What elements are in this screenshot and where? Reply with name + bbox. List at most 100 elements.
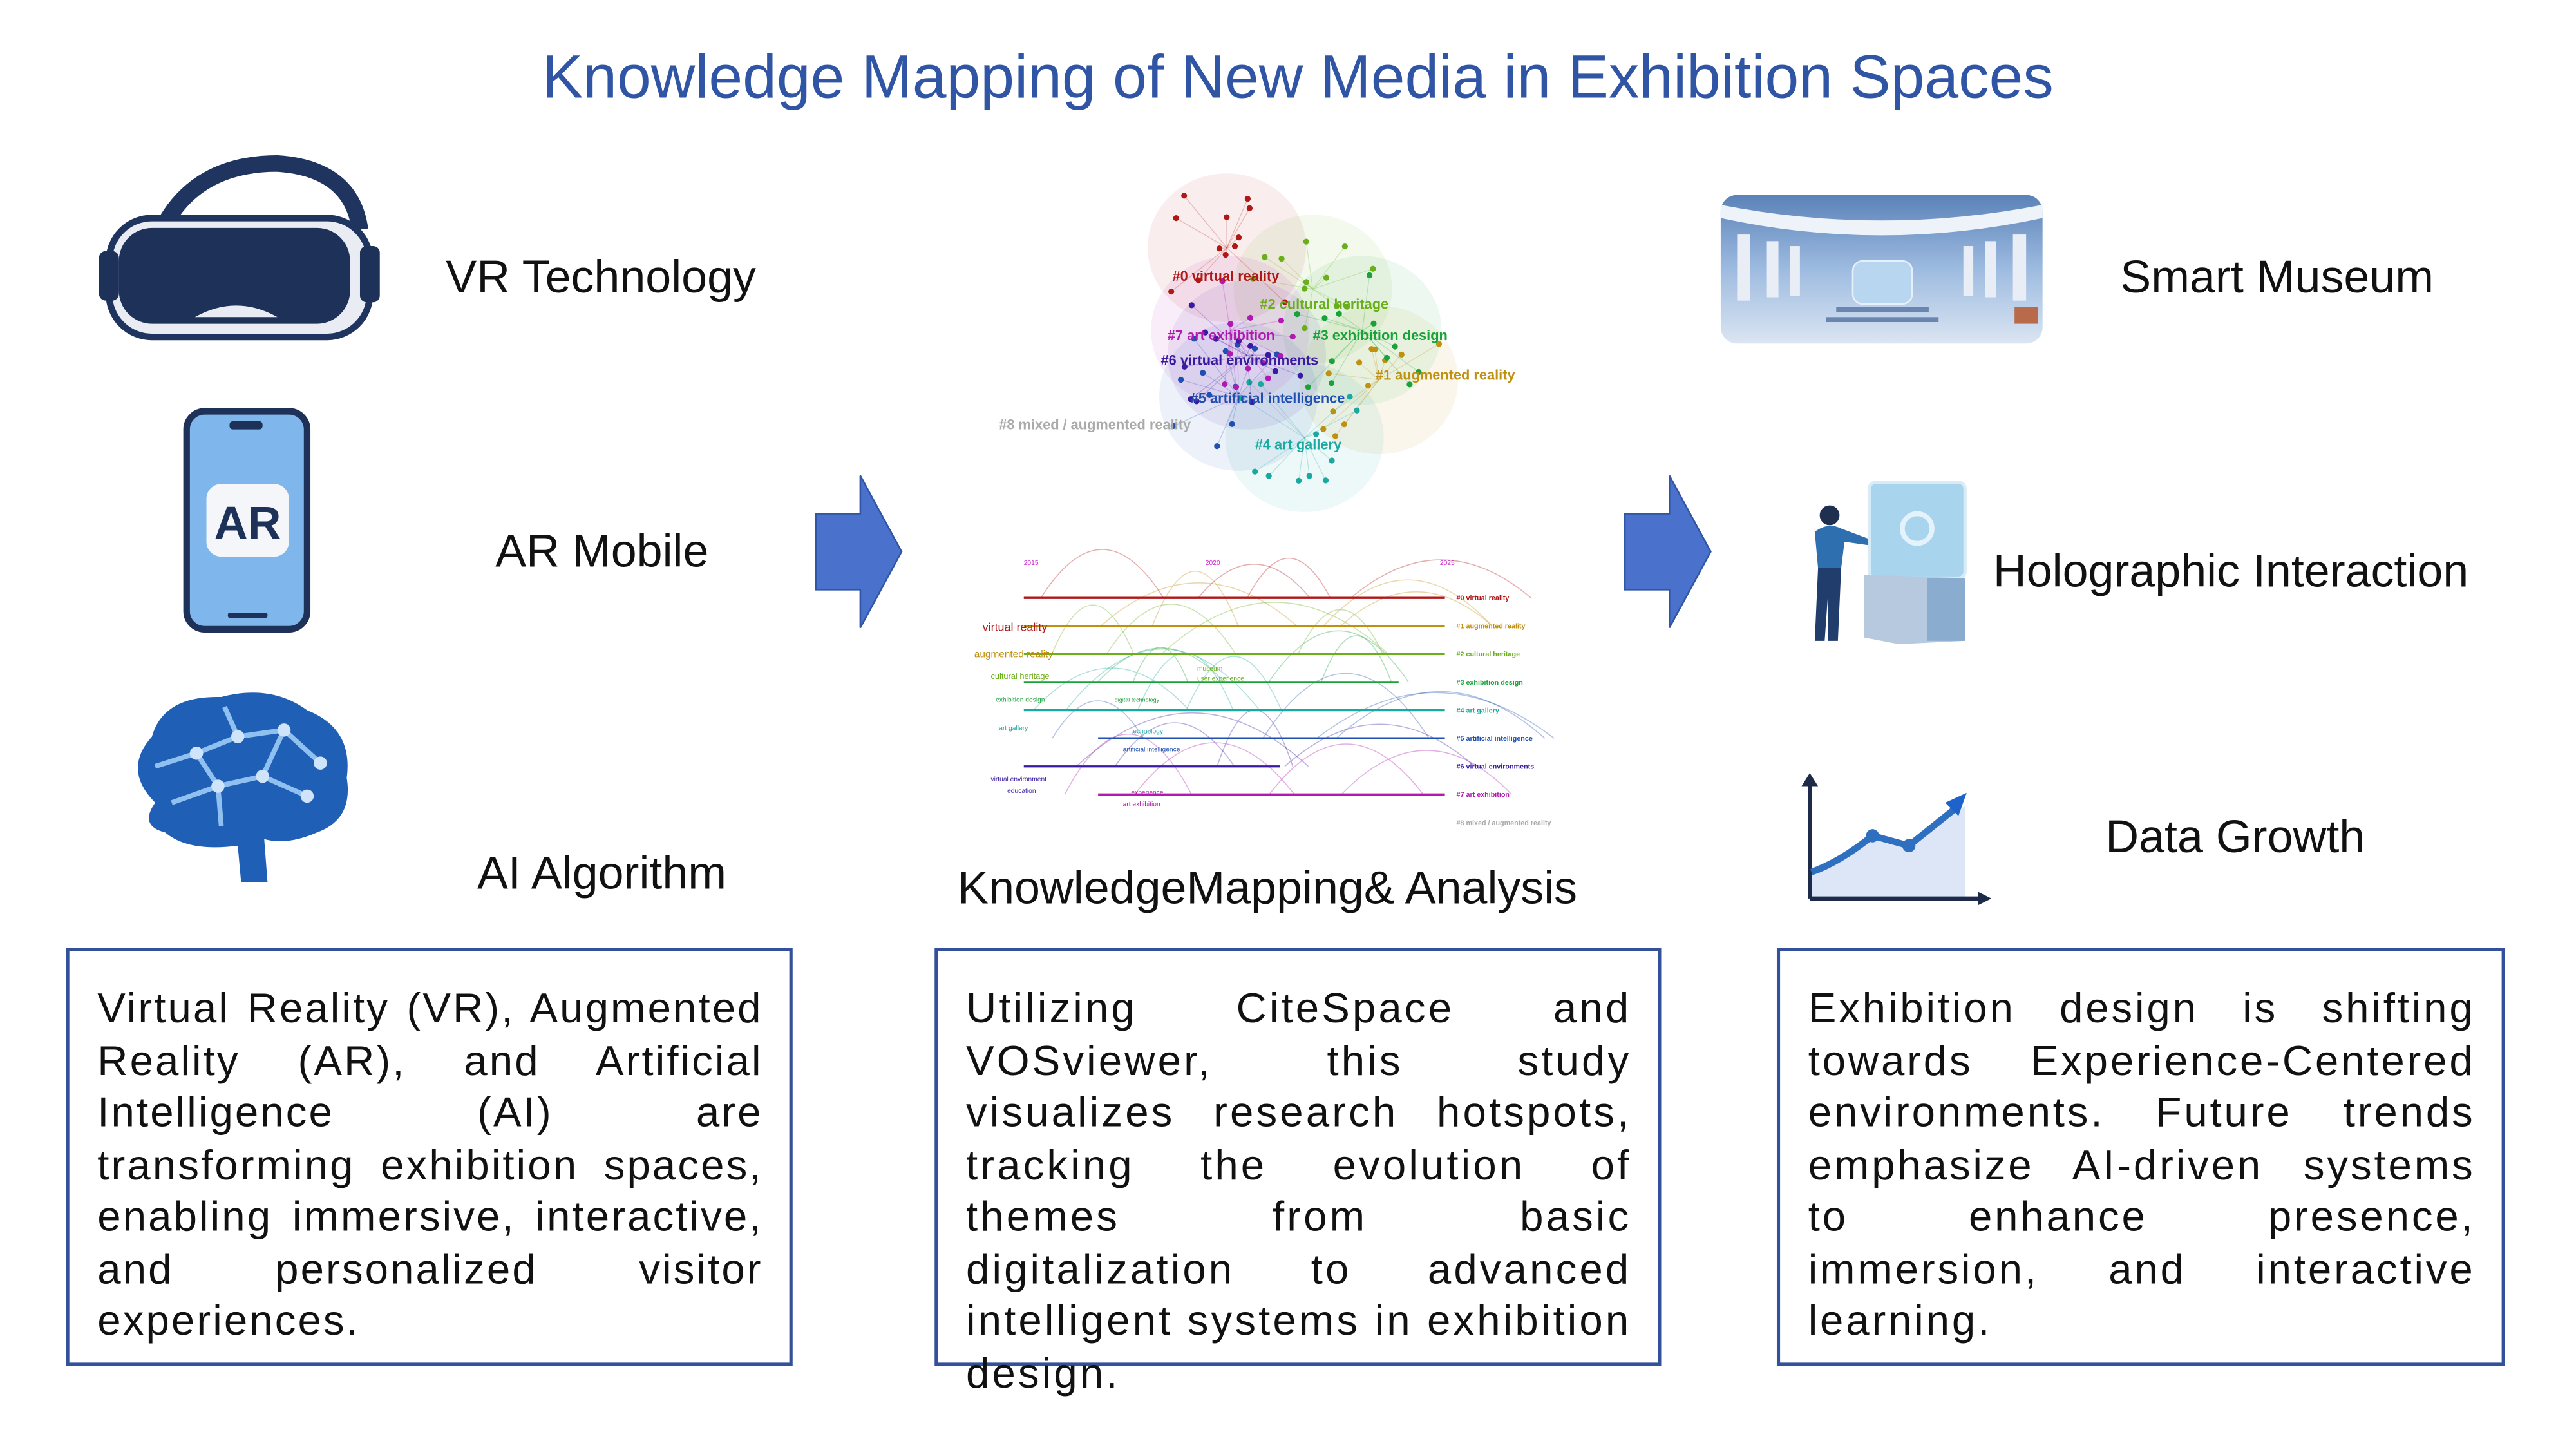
timeline-cluster-label: #8 mixed / augmented reality [1457,819,1551,827]
timeline-cluster-label: #2 cultural heritage [1457,651,1520,658]
label-vr-technology: VR Technology [446,251,756,304]
cluster-node [1247,205,1253,211]
cluster-node [1173,215,1179,221]
vr-headset-icon [96,155,385,345]
cluster-node [1232,243,1238,249]
timeline-term: museum [1197,665,1222,673]
cluster-node [1329,358,1335,364]
cluster-node [1296,478,1302,484]
timeline-term: digital technology [1115,697,1160,703]
label-smart-museum: Smart Museum [2120,251,2434,304]
cluster-node [1189,302,1195,308]
timeline-term: technology [1131,728,1163,735]
right-arrow-icon [814,474,905,631]
cluster-node [1266,473,1272,479]
timeline-arc [1041,549,1163,598]
cluster-node [1222,381,1227,387]
timeline-term: user experience [1197,675,1244,682]
cluster-node [1265,376,1271,381]
cluster-label: #1 augmented reality [1376,367,1515,383]
timeline-cluster-label: #1 augmented reality [1457,623,1526,631]
label-ar-mobile: AR Mobile [495,525,708,578]
cluster-node [1273,368,1278,374]
cluster-node [1233,384,1239,390]
cluster-label: #7 art exhibition [1168,327,1275,343]
smart-museum-image [1721,195,2043,344]
cluster-node [1278,256,1284,262]
knowledge-mapping-caption: KnowledgeMapping& Analysis [958,862,1577,915]
timeline-arc [1336,692,1545,738]
timeline-term: artificial intelligence [1123,747,1180,754]
cluster-node [1356,359,1362,365]
timeline-arc [1162,602,1388,654]
timeline-arc [1186,656,1282,710]
timeline-term: exhibition design [996,697,1045,704]
cluster-node [1303,279,1309,285]
cluster-node [1224,214,1229,220]
cluster-label: #0 virtual reality [1173,268,1280,284]
timeline-arc [1106,604,1236,654]
timeline-arc [1065,734,1191,795]
cluster-node [1323,274,1329,280]
timeline-year-label: 2020 [1206,560,1220,567]
cluster-label: #8 mixed / augmented reality [999,417,1191,433]
cluster-node [1354,408,1359,414]
timeline-arc [1198,564,1310,598]
timeline-term: virtual reality [983,620,1048,633]
description-text: Utilizing CiteSpace and VOSviewer, this … [966,984,1631,1400]
timeline-year-label: 2025 [1440,560,1455,567]
timeline-cluster-label: #5 artificial intelligence [1457,735,1533,743]
cluster-node [1236,234,1242,240]
description-text: Exhibition design is shifting towards Ex… [1808,984,2476,1348]
cluster-node [1214,443,1220,449]
right-arrow-icon [1624,474,1714,631]
cluster-node [1399,352,1405,358]
cluster-node [1341,421,1347,427]
cluster-node [1247,315,1253,321]
cluster-label: #4 art gallery [1255,436,1341,452]
ar-phone-icon: AR [182,408,314,636]
timeline-arc [1341,750,1511,794]
hologram-icon [1808,475,1973,654]
description-box-trends: Exhibition design is shifting towards Ex… [1777,948,2505,1366]
timeline-term: experience [1131,789,1163,796]
growth-chart-icon [1794,770,1995,908]
timeline-cluster-label: #6 virtual environments [1457,763,1535,771]
cluster-node [1342,243,1348,249]
label-holographic-interaction: Holographic Interaction [1993,545,2468,598]
cluster-node [1370,321,1376,327]
description-text: Virtual Reality (VR), Augmented Reality … [97,984,762,1348]
cluster-node [1227,321,1233,327]
cluster-node [1329,457,1335,463]
cluster-map: #0 virtual reality #1 augmented reality #2… [983,165,1544,511]
timeline-arc [1317,692,1555,738]
cluster-node [1258,381,1264,387]
timeline-arc [1076,713,1308,767]
cluster-label: #6 virtual environments [1161,352,1319,368]
cluster-node [1217,245,1222,251]
cluster-node [1298,373,1303,379]
cluster-node [1302,285,1307,291]
cluster-node [1278,318,1284,323]
label-data-growth: Data Growth [2105,811,2365,864]
timeline-term: virtual environment [990,776,1046,783]
timeline-arc [1101,583,1297,626]
cluster-node [1323,477,1329,483]
cluster-node [1367,272,1372,278]
timeline-arc [1269,744,1423,794]
cluster-node [1181,193,1187,198]
timeline-cluster-label: #3 exhibition design [1457,679,1523,687]
cluster-node [1178,377,1184,383]
cluster-node [1262,254,1267,260]
svg-text:AR: AR [214,497,281,549]
timeline-arc [1052,605,1133,654]
timeline-cluster-label: #0 virtual reality [1457,595,1510,602]
cluster-node [1305,384,1311,390]
cluster-node [1307,473,1312,479]
timeline-term: augmented reality [974,649,1054,660]
cluster-node [1329,380,1334,386]
cluster-node [1370,266,1376,272]
cluster-node [1252,468,1258,474]
cluster-label: #2 cultural heritage [1260,296,1388,312]
